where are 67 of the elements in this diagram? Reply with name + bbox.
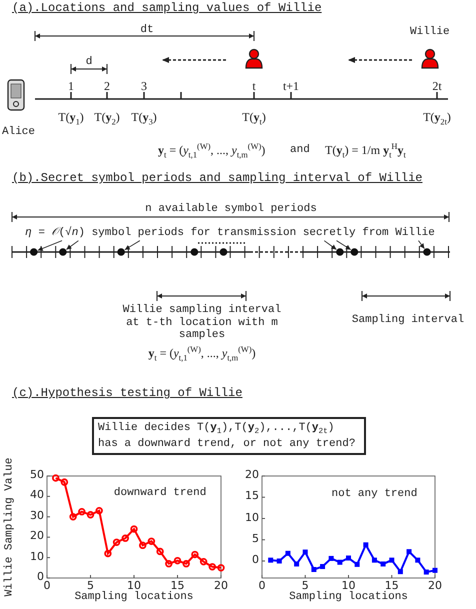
tick-label: 3 (141, 80, 147, 94)
tick-label: 2 (104, 80, 110, 94)
math-label: T(y$_{2}$) (94, 111, 120, 128)
person-name: Willie (410, 26, 450, 39)
tick-label: 20 (428, 580, 442, 593)
symbol-dot (117, 248, 125, 256)
dimension-label: n available symbol periods (145, 203, 317, 216)
annotation-text: η = 𝒪(√n) symbol periods for transmission secretly from Willie (25, 227, 435, 240)
leader-arrow (336, 240, 352, 250)
tick-label: 20 (245, 469, 259, 482)
leader-arrow (124, 240, 140, 250)
leader-arrow (324, 240, 337, 250)
annotation-text: Willie sampling interval at t-th location with m samples (122, 304, 282, 342)
tick-label: 30 (30, 510, 44, 522)
tick-label: 0 (44, 580, 50, 593)
formula-connector: and (290, 144, 310, 157)
tick-label: 15 (170, 580, 184, 592)
tick-label: 20 (30, 530, 44, 543)
tick-label: 20 (214, 580, 228, 593)
symbol-dot (220, 248, 228, 256)
tick-label: 0 (258, 580, 266, 593)
tick-label: 5 (302, 580, 309, 592)
tick-label: 1 (68, 80, 74, 94)
symbol-dot (350, 248, 358, 256)
formula: T(y$_{t}$) = 1/m y$_{t}$$^{H}$y$_{t}$ (325, 142, 406, 160)
symbol-dot (30, 248, 38, 256)
symbol-dot (190, 248, 198, 256)
section-heading: (c).Hypothesis testing of Willie (12, 387, 242, 401)
tick-label: 40 (30, 489, 44, 502)
axis-title: Willie Sampling Value (4, 458, 16, 596)
symbol-dot (423, 248, 431, 256)
math-label: T(y$_{t}$) (242, 111, 266, 128)
leader-arrow (37, 240, 62, 251)
tick-label: 10 (245, 512, 259, 524)
dimension-label: Sampling interval (352, 314, 464, 327)
tick-label: 5 (87, 580, 94, 592)
chart-annotation: downward trend (114, 487, 206, 500)
section-heading: (a).Locations and sampling values of Willie (12, 2, 322, 16)
tick-label: 50 (30, 469, 44, 482)
tick-label: 2t (432, 80, 442, 94)
chart-annotation: not any trend (332, 488, 418, 501)
tick-label: 10 (342, 580, 356, 592)
dimension-label: d (86, 56, 92, 69)
leader-arrow (66, 240, 79, 250)
math-label: T(y$_{1}$) (58, 111, 84, 128)
leader-arrow (418, 240, 425, 249)
tick-label: 10 (30, 550, 44, 564)
symbol-dot (59, 248, 67, 256)
question-box: Willie decides T(y$_{1}$),T(y$_{2}$),...,T(y$_{2t}$) has a downward trend, or not any trend? (92, 417, 366, 456)
tick-label: 15 (245, 490, 259, 503)
tick-label: t (252, 80, 256, 94)
tick-label: 5 (252, 532, 259, 546)
symbol-dot (336, 248, 344, 256)
axis-title: Sampling locations (289, 591, 408, 604)
math-label: T(y$_{3}$) (131, 111, 157, 128)
person-name: Alice (2, 126, 36, 139)
dimension-label: dt (140, 24, 154, 37)
tick-label: 15 (384, 580, 399, 592)
axis-title: Sampling locations (74, 591, 194, 604)
section-heading: (b).Secret symbol periods and sampling interval of Willie (12, 172, 422, 186)
tick-label: 10 (127, 580, 141, 592)
formula: y$_{t}$ = (y$_{t,1}$$^{(W)}$, ..., y$_{t,m}$$^{(W)}$) (158, 142, 266, 160)
math-label: T(y$_{2t}$) (423, 111, 451, 128)
tick-label: 0 (252, 554, 259, 567)
tick-label: 0 (37, 571, 44, 584)
tick-label: t+1 (282, 80, 300, 94)
formula: y$_{t}$ = (y$_{t,1}$$^{(W)}$, ..., y$_{t,m}$$^{(W)}$) (148, 345, 256, 364)
